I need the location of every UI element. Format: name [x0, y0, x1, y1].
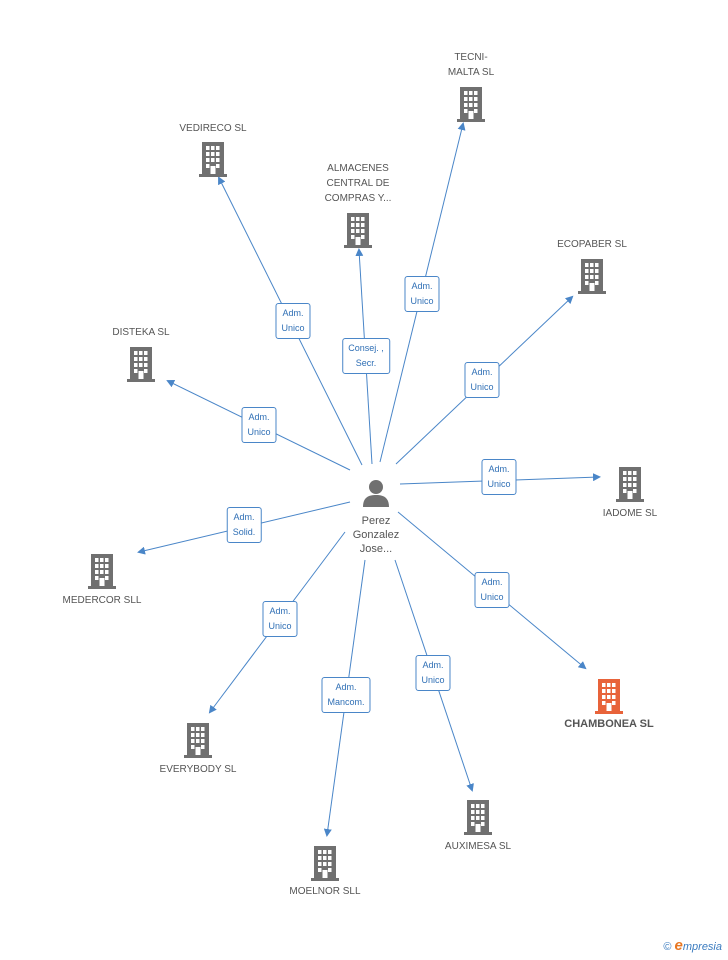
role-badge-iadome: Adm. Unico — [481, 459, 517, 495]
building-icon[interactable] — [614, 466, 646, 507]
company-label-medercor[interactable]: MEDERCOR SLL — [62, 595, 142, 606]
role-badge-auximesa: Adm. Unico — [415, 655, 451, 691]
building-icon[interactable] — [576, 258, 608, 299]
building-icon[interactable] — [197, 141, 229, 182]
role-badge-moelnor: Adm. Mancom. — [321, 677, 371, 713]
brand-name: mpresia — [682, 941, 722, 953]
company-label-everybody[interactable]: EVERYBODY SL — [159, 764, 237, 775]
role-badge-vedireco: Adm. Unico — [275, 303, 311, 339]
person-name[interactable]: Perez Gonzalez Jose... — [352, 515, 400, 555]
brand-initial: e — [674, 937, 683, 954]
building-icon[interactable] — [455, 86, 487, 127]
company-label-vedireco[interactable]: VEDIRECO SL — [179, 123, 247, 134]
building-icon[interactable] — [342, 212, 374, 253]
building-icon[interactable] — [462, 799, 494, 840]
role-badge-medercor: Adm. Solid. — [226, 507, 262, 543]
footer-brand: © empresia — [663, 937, 722, 954]
copyright-symbol: © — [663, 941, 672, 953]
building-icon[interactable] — [593, 678, 625, 719]
company-label-moelnor[interactable]: MOELNOR SLL — [289, 886, 361, 897]
company-label-disteka[interactable]: DISTEKA SL — [112, 327, 170, 338]
company-label-auximesa[interactable]: AUXIMESA SL — [444, 841, 512, 852]
company-label-iadome[interactable]: IADOME SL — [602, 508, 658, 519]
role-badge-almacenes: Consej. , Secr. — [342, 338, 390, 374]
role-badge-disteka: Adm. Unico — [241, 407, 277, 443]
person-icon[interactable] — [361, 478, 391, 513]
building-icon[interactable] — [86, 553, 118, 594]
building-icon[interactable] — [182, 722, 214, 763]
company-label-ecopaber[interactable]: ECOPABER SL — [557, 239, 627, 250]
company-label-tecnimalta[interactable]: TECNI- MALTA SL — [447, 52, 495, 78]
role-badge-ecopaber: Adm. Unico — [464, 362, 500, 398]
role-badge-tecnimalta: Adm. Unico — [404, 276, 440, 312]
building-icon[interactable] — [125, 346, 157, 387]
role-badge-chambonea: Adm. Unico — [474, 572, 510, 608]
company-label-chambonea[interactable]: CHAMBONEA SL — [564, 718, 654, 730]
building-icon[interactable] — [309, 845, 341, 886]
company-label-almacenes[interactable]: ALMACENES CENTRAL DE COMPRAS Y... — [324, 163, 392, 204]
role-badge-everybody: Adm. Unico — [262, 601, 298, 637]
